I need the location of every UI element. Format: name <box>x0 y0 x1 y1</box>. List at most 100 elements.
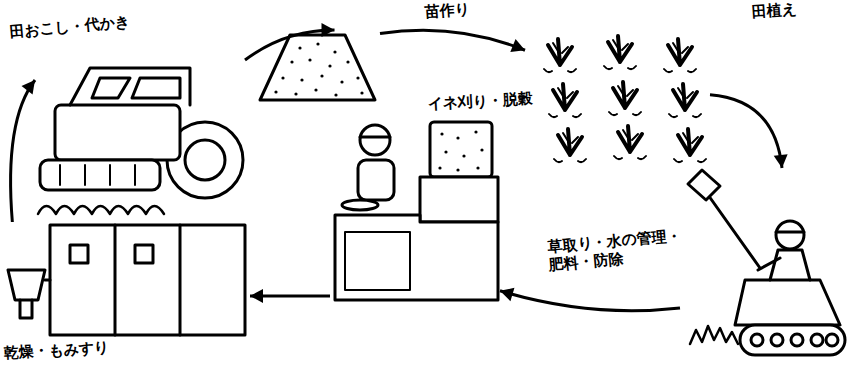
line-art <box>55 105 180 160</box>
line-art <box>740 325 845 355</box>
line-art <box>476 166 479 169</box>
line-art <box>342 200 378 210</box>
line-art <box>281 76 284 79</box>
stage-label: 乾燥・もみすり <box>4 339 110 362</box>
line-art <box>340 80 343 83</box>
line-art <box>770 250 810 280</box>
harvester-figure <box>335 122 498 300</box>
line-art <box>70 245 88 263</box>
cycle-arrow <box>11 80 35 222</box>
line-art <box>358 160 394 200</box>
cycle-arrow <box>245 23 335 60</box>
line-art <box>115 225 180 335</box>
line-art <box>609 82 641 115</box>
seedling-figure <box>544 36 706 162</box>
stage-node: イネ刈り・脱穀 <box>330 118 500 310</box>
line-art <box>70 68 190 105</box>
line-art <box>20 300 32 318</box>
line-art <box>758 258 780 270</box>
line-art <box>462 154 465 157</box>
stage-label: 苗作り <box>424 0 470 21</box>
line-art <box>346 60 349 63</box>
line-art <box>480 148 483 151</box>
line-art <box>776 221 804 249</box>
line-art <box>690 326 738 344</box>
stage-node: 草取り・水の管理・ 肥料・防除 <box>680 168 850 368</box>
line-art <box>420 177 498 222</box>
line-art <box>334 93 337 96</box>
seedbed-figure <box>260 35 375 100</box>
tractor-figure <box>38 68 243 214</box>
stage-label: 田おこし・代かき <box>9 13 130 41</box>
line-art <box>308 58 311 61</box>
stage-label: 草取り・水の管理・ 肥料・防除 <box>546 225 699 274</box>
stage-label: 田植え <box>751 0 797 21</box>
stage-node: 田おこし・代かき <box>35 60 245 220</box>
arrow-head <box>774 154 788 168</box>
line-art <box>335 215 498 300</box>
arrow-head <box>22 80 35 95</box>
line-art <box>438 130 483 171</box>
cycle-arrow <box>380 30 525 52</box>
arrow-head <box>510 39 525 52</box>
line-art <box>735 280 840 325</box>
line-art <box>356 76 359 79</box>
line-art <box>300 78 303 81</box>
arrow-line <box>500 291 680 311</box>
cycle-arrow <box>500 288 680 311</box>
line-art <box>314 88 317 91</box>
line-art <box>554 129 586 162</box>
line-art <box>360 136 390 139</box>
line-art <box>135 245 153 263</box>
line-art <box>664 39 696 72</box>
weeder-figure <box>688 170 845 355</box>
line-art <box>438 166 441 169</box>
line-art <box>614 126 646 159</box>
line-art <box>456 168 459 171</box>
line-art <box>316 42 319 45</box>
line-art <box>260 35 375 100</box>
line-art <box>40 160 160 190</box>
line-art <box>290 60 293 63</box>
arrow-head <box>250 289 263 303</box>
line-art <box>751 334 763 346</box>
line-art <box>45 279 50 282</box>
arrow-head <box>500 288 514 301</box>
line-art <box>444 150 447 153</box>
cycle-arrow <box>710 95 788 168</box>
line-art <box>688 170 720 200</box>
line-art <box>776 231 804 234</box>
line-art <box>674 129 706 162</box>
line-art <box>604 36 636 69</box>
stage-node: 田植え <box>525 30 710 165</box>
stage-node: 乾燥・もみすり <box>5 222 250 337</box>
line-art <box>771 334 783 346</box>
line-art <box>430 122 492 177</box>
line-art <box>360 91 363 94</box>
arrow-line <box>710 95 782 168</box>
line-art <box>274 90 277 93</box>
stage-node: 苗作り <box>250 30 380 102</box>
line-art <box>132 78 180 98</box>
line-art <box>811 334 823 346</box>
line-art <box>328 64 331 67</box>
line-art <box>360 125 390 155</box>
line-art <box>474 130 477 133</box>
arrow-head <box>322 23 335 37</box>
line-art <box>826 334 838 346</box>
line-art <box>669 84 701 117</box>
line-art <box>333 50 336 53</box>
arrow-line <box>380 30 525 50</box>
arrow-line <box>11 80 35 222</box>
line-art <box>50 225 245 335</box>
line-art <box>345 232 410 290</box>
cycle-arrow <box>250 289 330 303</box>
line-art <box>544 39 576 72</box>
dryer-figure <box>8 225 245 335</box>
line-art <box>706 192 760 268</box>
stage-label: イネ刈り・脱穀 <box>428 90 534 113</box>
line-art <box>791 334 803 346</box>
line-art <box>92 78 130 98</box>
